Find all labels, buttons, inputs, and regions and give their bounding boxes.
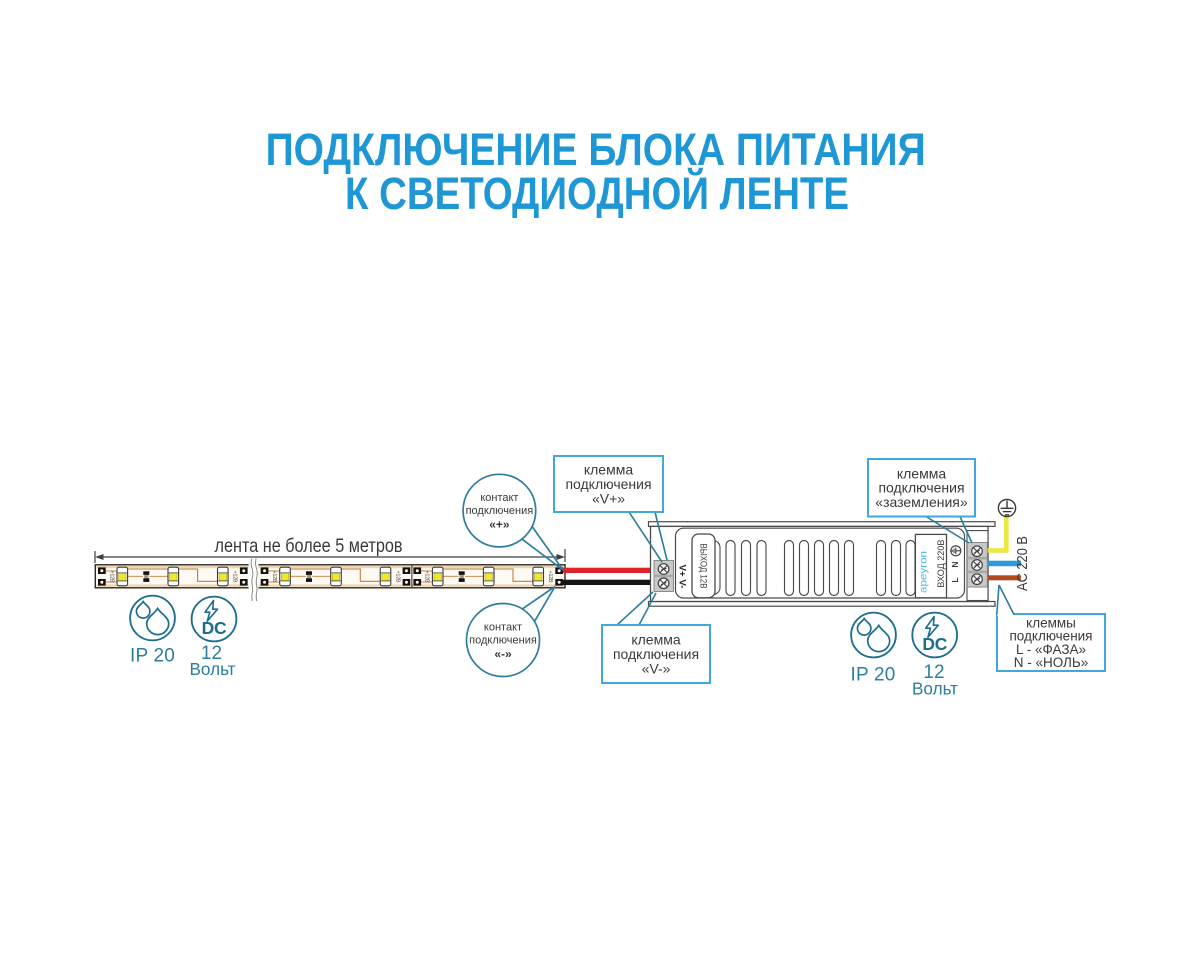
svg-text:клемма: клемма: [631, 631, 680, 647]
svg-text:подключения: подключения: [878, 480, 964, 496]
svg-text:V+ V-: V+ V-: [678, 565, 688, 589]
svg-text:клеммы: клеммы: [1026, 615, 1076, 630]
svg-text:лента не более 5 метров: лента не более 5 метров: [215, 535, 403, 557]
svg-text:L - «ФАЗА»: L - «ФАЗА»: [1016, 642, 1086, 657]
svg-text:подключения: подключения: [1009, 629, 1092, 644]
svg-text:контакт: контакт: [484, 622, 522, 634]
svg-text:AC 220 В: AC 220 В: [1015, 536, 1031, 591]
svg-text:L: L: [950, 577, 960, 582]
svg-text:К СВЕТОДИОДНОЙ ЛЕНТЕ: К СВЕТОДИОДНОЙ ЛЕНТЕ: [345, 168, 849, 219]
svg-text:контакт: контакт: [480, 492, 518, 504]
svg-text:«заземления»: «заземления»: [875, 494, 968, 510]
svg-text:Вольт: Вольт: [912, 679, 958, 699]
svg-text:«+»: «+»: [489, 518, 510, 532]
svg-text:N: N: [950, 561, 960, 567]
svg-text:подключения: подключения: [613, 646, 699, 662]
svg-text:IP 20: IP 20: [130, 646, 175, 667]
svg-text:ВЫХОД 12В: ВЫХОД 12В: [699, 544, 709, 589]
svg-text:IP 20: IP 20: [850, 665, 895, 686]
svg-text:12: 12: [201, 643, 222, 664]
svg-text:«V+»: «V+»: [592, 491, 625, 507]
svg-text:подключения: подключения: [466, 505, 534, 517]
svg-text:N - «НОЛЬ»: N - «НОЛЬ»: [1014, 655, 1089, 670]
svg-text:«V-»: «V-»: [642, 661, 671, 677]
svg-text:подключения: подключения: [565, 476, 651, 492]
svg-text:Вольт: Вольт: [190, 659, 236, 679]
svg-text:12: 12: [923, 662, 944, 683]
svg-text:клемма: клемма: [584, 461, 633, 477]
svg-text:«-»: «-»: [494, 647, 512, 661]
svg-text:ПОДКЛЮЧЕНИЕ БЛОКА ПИТАНИЯ: ПОДКЛЮЧЕНИЕ БЛОКА ПИТАНИЯ: [266, 124, 926, 175]
svg-text:ВХОД 220В: ВХОД 220В: [936, 540, 947, 588]
svg-text:клемма: клемма: [897, 465, 946, 481]
svg-text:подключения: подключения: [469, 635, 537, 647]
svg-text:apeyron: apeyron: [918, 551, 930, 593]
